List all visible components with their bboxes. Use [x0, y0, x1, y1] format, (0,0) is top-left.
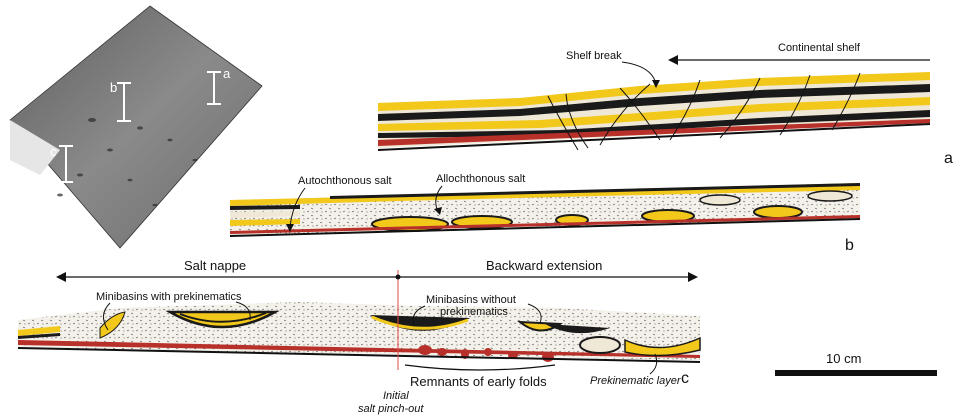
shelf-break-pointer [621, 61, 657, 85]
initial-pinch-out-label-2: salt pinch-out [358, 403, 424, 415]
panel-c-section: Salt nappe Backward extension Minibasins… [17, 258, 701, 415]
panel-c-letter: c [681, 370, 689, 387]
photo-section-markers [59, 71, 221, 183]
minibasins-with-label: Minibasins with prekinematics [96, 291, 242, 303]
photo-label-b: b [110, 80, 117, 95]
shelf-break-label: Shelf break [566, 50, 622, 62]
panel-a-section: Continental shelf Shelf break a [377, 42, 953, 167]
salt-nappe-label: Salt nappe [184, 258, 246, 273]
allochthonous-salt-label: Allochthonous salt [436, 173, 525, 185]
panel-b-base [229, 218, 861, 237]
panel-b-letter: b [845, 237, 854, 254]
photo-label-c: c [50, 144, 57, 159]
remnants-label: Remnants of early folds [410, 374, 547, 389]
continental-shelf-label: Continental shelf [778, 42, 861, 54]
panel-a-letter: a [944, 150, 953, 167]
scale-bar-label: 10 cm [826, 351, 861, 366]
remnants-brace [404, 364, 556, 371]
panel-c-minibasins [99, 310, 701, 357]
autochthonous-salt-label: Autochthonous salt [298, 175, 392, 187]
panel-b-section: Autochthonous salt Allochthonous salt b [229, 173, 861, 254]
initial-pinch-out-label-1: Initial [383, 390, 409, 402]
panel-a-base [377, 123, 931, 151]
scale-bar: 10 cm [775, 351, 937, 376]
prekinematic-layer-label: Prekinematic layer [590, 375, 682, 387]
minibasins-without-label-2: prekinematics [440, 306, 508, 318]
panel-c-base [17, 347, 701, 363]
backward-extension-label: Backward extension [486, 258, 602, 273]
minibasins-without-label-1: Minibasins without [426, 294, 516, 306]
photo-label-a: a [223, 66, 231, 81]
model-photo: a b c [9, 5, 263, 249]
